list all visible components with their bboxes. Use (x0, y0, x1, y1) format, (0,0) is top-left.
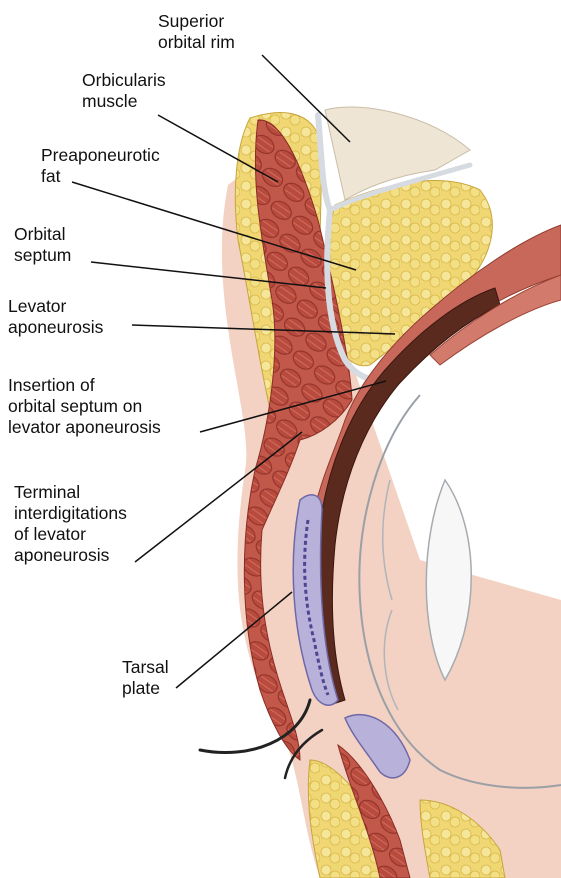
label-line: orbital rim (158, 32, 235, 53)
label-levator-aponeurosis: Levator aponeurosis (8, 296, 103, 338)
label-line: aponeurosis (8, 317, 103, 338)
label-line: Preaponeurotic (41, 145, 160, 166)
label-superior-orbital-rim: Superior orbital rim (158, 11, 235, 53)
label-line: Superior (158, 11, 235, 32)
label-line: interdigitations (14, 503, 127, 524)
label-septum-insertion: Insertion of orbital septum on levator a… (8, 375, 161, 438)
label-line: muscle (82, 91, 166, 112)
label-line: levator aponeurosis (8, 417, 161, 438)
label-line: fat (41, 166, 160, 187)
label-line: septum (14, 245, 71, 266)
label-line: Levator (8, 296, 103, 317)
label-orbital-septum: Orbital septum (14, 224, 71, 266)
label-orbicularis-muscle: Orbicularis muscle (82, 70, 166, 112)
label-line: plate (122, 678, 169, 699)
label-line: orbital septum on (8, 396, 161, 417)
label-line: Tarsal (122, 657, 169, 678)
label-line: Orbital (14, 224, 71, 245)
label-line: Insertion of (8, 375, 161, 396)
label-terminal-interdigitations: Terminal interdigitations of levator apo… (14, 482, 127, 566)
label-tarsal-plate: Tarsal plate (122, 657, 169, 699)
label-line: of levator (14, 524, 127, 545)
label-line: Orbicularis (82, 70, 166, 91)
label-line: aponeurosis (14, 545, 127, 566)
label-line: Terminal (14, 482, 127, 503)
label-preaponeurotic-fat: Preaponeurotic fat (41, 145, 160, 187)
